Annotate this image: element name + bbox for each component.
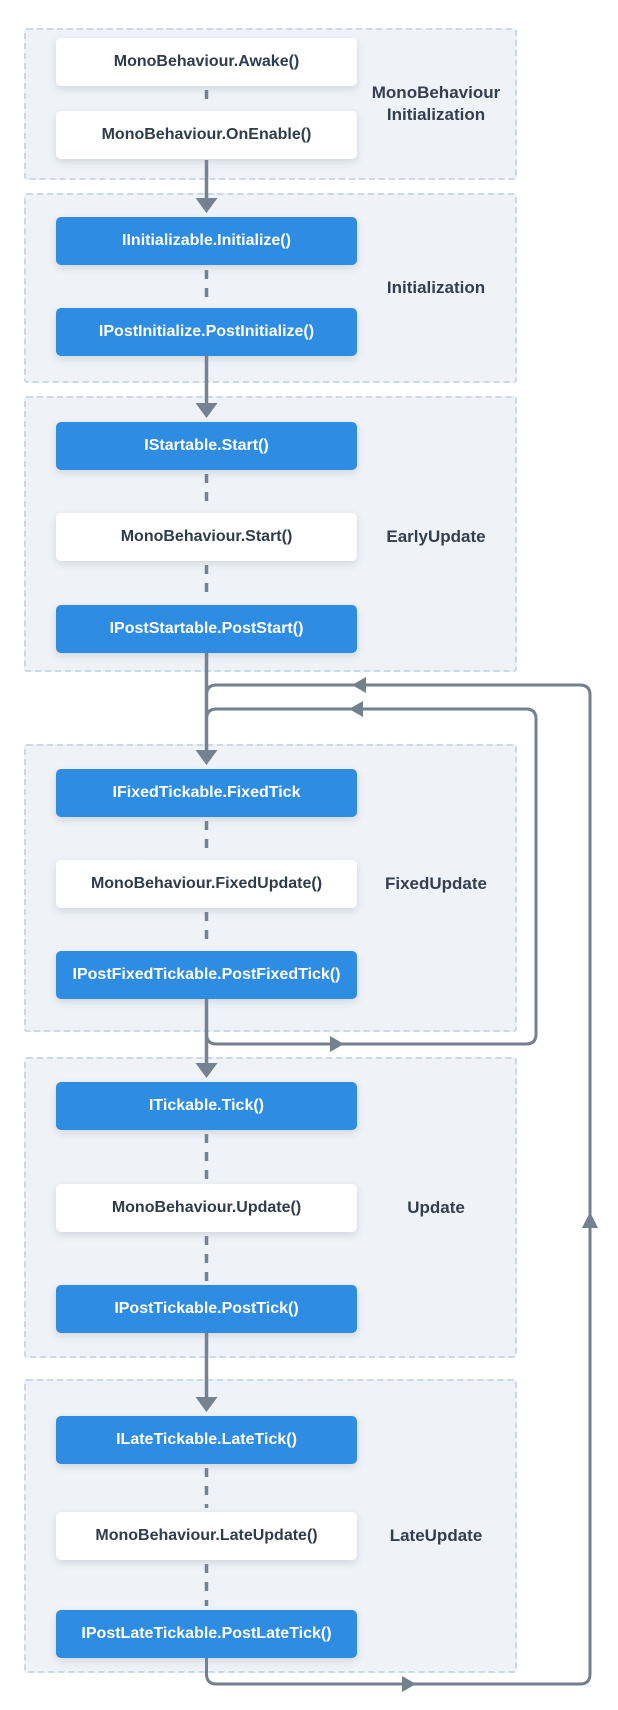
- frame-loop-line: [205, 677, 598, 1692]
- step-label: IPostTickable.PostTick(): [114, 1300, 299, 1317]
- arrow-down-icon: [195, 1397, 218, 1412]
- step-label: MonoBehaviour.FixedUpdate(): [90, 875, 323, 892]
- step-label: IPostFixedTickable.PostFixedTick(): [72, 966, 341, 983]
- step-postfixedtick: IPostFixedTickable.PostFixedTick(): [56, 951, 357, 999]
- step-fixedtick: IFixedTickable.FixedTick: [56, 769, 357, 817]
- arrow-down-icon: [195, 403, 218, 418]
- step-label: IPostLateTickable.PostLateTick(): [81, 1625, 332, 1642]
- section-update: ITickable.Tick() MonoBehaviour.Update() …: [24, 1057, 517, 1358]
- step-initialize: IInitializable.Initialize(): [56, 217, 357, 265]
- arrow-down-icon: [195, 1063, 218, 1078]
- section-initialization: IInitializable.Initialize() IPostInitial…: [24, 193, 517, 383]
- step-label: IInitializable.Initialize(): [122, 232, 291, 249]
- step-label: MonoBehaviour.Start(): [120, 528, 293, 545]
- step-label: MonoBehaviour.Awake(): [113, 53, 300, 70]
- step-postlatetick: IPostLateTickable.PostLateTick(): [56, 1610, 357, 1658]
- section-label: Initialization: [386, 278, 486, 297]
- arrow-right-icon: [402, 1676, 416, 1692]
- step-postinitialize: IPostInitialize.PostInitialize(): [56, 308, 357, 356]
- step-mono-fixedupdate: MonoBehaviour.FixedUpdate(): [56, 860, 357, 908]
- section-label: MonoBehaviour Initialization: [371, 83, 501, 124]
- section-label: FixedUpdate: [384, 874, 488, 893]
- section-label: Update: [407, 1198, 465, 1217]
- main-flow-arrows: [195, 160, 218, 1412]
- step-mono-start: MonoBehaviour.Start(): [56, 513, 357, 561]
- section-earlyupdate: IStartable.Start() MonoBehaviour.Start()…: [24, 396, 517, 672]
- section-monobehaviour-initialization: MonoBehaviour.Awake() MonoBehaviour.OnEn…: [24, 28, 517, 180]
- step-latetick: ILateTickable.LateTick(): [56, 1416, 357, 1464]
- step-startable-start: IStartable.Start(): [56, 422, 357, 470]
- step-label: MonoBehaviour.LateUpdate(): [95, 1527, 318, 1544]
- step-label: IStartable.Start(): [144, 437, 269, 454]
- step-mono-update: MonoBehaviour.Update(): [56, 1184, 357, 1232]
- arrow-down-icon: [195, 198, 218, 213]
- arrow-left-icon: [352, 677, 366, 693]
- step-label: IPostInitialize.PostInitialize(): [98, 323, 315, 340]
- step-label: ILateTickable.LateTick(): [116, 1431, 297, 1448]
- step-label: ITickable.Tick(): [148, 1097, 264, 1114]
- step-label: IFixedTickable.FixedTick: [112, 784, 301, 801]
- section-label: EarlyUpdate: [386, 527, 486, 546]
- step-label: MonoBehaviour.Update(): [111, 1199, 302, 1216]
- step-mono-lateupdate: MonoBehaviour.LateUpdate(): [56, 1512, 357, 1560]
- step-label: IPostStartable.PostStart(): [109, 620, 304, 637]
- step-posttick: IPostTickable.PostTick(): [56, 1285, 357, 1333]
- step-onenable: MonoBehaviour.OnEnable(): [56, 111, 357, 159]
- arrow-left-icon: [349, 701, 363, 717]
- arrow-down-icon: [195, 750, 218, 765]
- arrow-right-icon: [330, 1036, 344, 1052]
- section-label: LateUpdate: [389, 1526, 483, 1545]
- step-poststart: IPostStartable.PostStart(): [56, 605, 357, 653]
- section-fixedupdate: IFixedTickable.FixedTick MonoBehaviour.F…: [24, 744, 517, 1032]
- section-lateupdate: ILateTickable.LateTick() MonoBehaviour.L…: [24, 1379, 517, 1673]
- step-label: MonoBehaviour.OnEnable(): [101, 126, 312, 143]
- step-tick: ITickable.Tick(): [56, 1082, 357, 1130]
- step-awake: MonoBehaviour.Awake(): [56, 38, 357, 86]
- arrow-up-icon: [582, 1212, 598, 1228]
- fixedupdate-loop-line: [205, 701, 538, 1052]
